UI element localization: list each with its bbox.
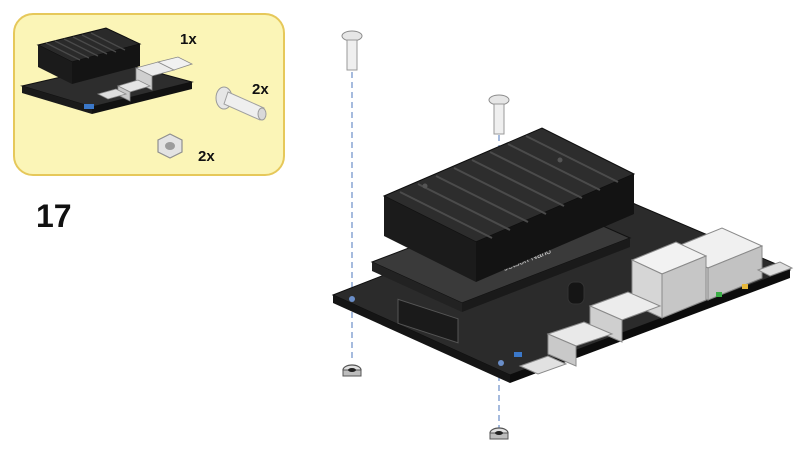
board-quantity-label: 1x	[180, 31, 197, 48]
status-led	[514, 352, 522, 357]
hex-nut-icon	[157, 133, 183, 159]
screw-icon	[215, 86, 267, 121]
nut-quantity-label: 2x	[198, 148, 215, 165]
nut-left	[342, 364, 362, 377]
nut-right	[489, 427, 509, 440]
screw-guide-lines	[351, 72, 500, 428]
screw-quantity-label: 2x	[252, 81, 269, 98]
amber-led	[742, 284, 748, 289]
capacitor	[567, 281, 585, 305]
step-number: 17	[36, 198, 72, 234]
developer-kit-board-icon	[20, 27, 194, 114]
power-led	[716, 292, 722, 297]
heatsink	[382, 127, 636, 282]
screw-right	[488, 94, 510, 135]
io-ports	[518, 227, 794, 375]
screw-left	[341, 30, 363, 71]
